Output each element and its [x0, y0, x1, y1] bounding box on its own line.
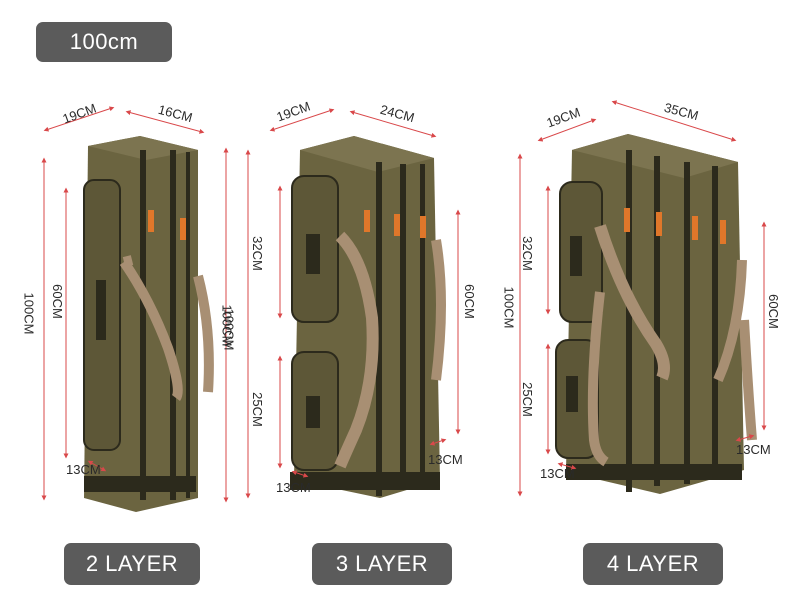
dim-4-bottom-right: 13CM — [736, 442, 771, 457]
dim-3-height: 100CM — [221, 308, 237, 351]
bag-3-layer — [290, 136, 446, 498]
layer-label-2-text: 2 LAYER — [85, 551, 179, 576]
size-label-text: 100cm — [69, 29, 139, 54]
dim-3-bottom-right: 13CM — [428, 452, 463, 467]
dimension-lines — [41, 100, 767, 503]
dim-4-bottom-left: 13CM — [540, 466, 575, 481]
dim-4-pocket-top: 32CM — [519, 236, 535, 271]
bag-2-layer — [83, 136, 214, 512]
dim-3-pocket-top: 32CM — [249, 236, 265, 271]
dim-4-side: 60CM — [765, 294, 781, 329]
layer-label-3-text: 3 LAYER — [335, 551, 429, 576]
size-label-badge: 100cm — [36, 22, 172, 62]
dim-3-bottom-left: 13CM — [276, 480, 311, 495]
dim-2-pocket: 60CM — [49, 284, 65, 319]
dim-3-side: 60CM — [461, 284, 477, 319]
dim-4-height: 100CM — [501, 286, 517, 329]
layer-label-2: 2 LAYER — [64, 543, 200, 585]
dim-4-pocket-bottom: 25CM — [519, 382, 535, 417]
dim-3-pocket-bottom: 25CM — [249, 392, 265, 427]
layer-label-4-text: 4 LAYER — [606, 551, 700, 576]
layer-label-4: 4 LAYER — [583, 543, 723, 585]
bag-4-layer — [555, 134, 757, 494]
dim-2-height: 100CM — [21, 292, 37, 335]
layer-label-3: 3 LAYER — [312, 543, 452, 585]
dim-2-bottom: 13CM — [66, 462, 101, 477]
